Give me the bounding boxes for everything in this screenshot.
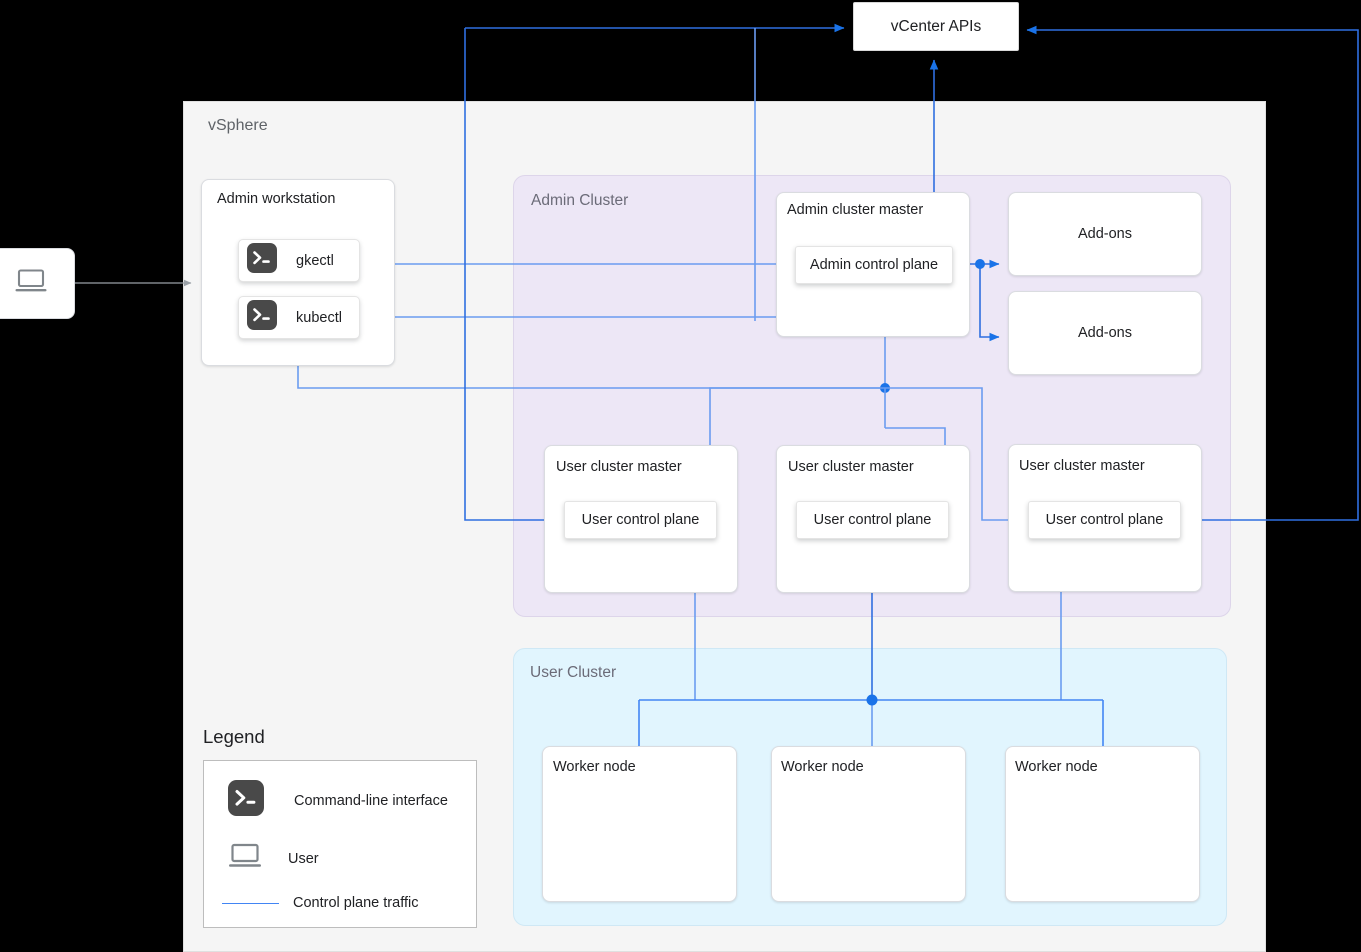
legend-item-user: User xyxy=(228,843,319,875)
laptop-icon xyxy=(228,843,262,875)
legend-item-user-label: User xyxy=(288,851,319,867)
terminal-icon xyxy=(247,300,277,335)
user-control-plane-label-3: User control plane xyxy=(1045,512,1164,528)
user-node-box xyxy=(0,248,75,319)
user-cluster-master-label-2: User cluster master xyxy=(788,459,914,475)
addons-box-1: Add-ons xyxy=(1008,192,1202,276)
user-control-plane-box-3[interactable]: User control plane xyxy=(1028,501,1181,539)
worker-node-label-1: Worker node xyxy=(553,759,636,775)
cli-chip-kubectl[interactable]: kubectl xyxy=(238,296,360,339)
cli-chip-gkectl[interactable]: gkectl xyxy=(238,239,360,282)
worker-node-label-3: Worker node xyxy=(1015,759,1098,775)
user-control-plane-box-1[interactable]: User control plane xyxy=(564,501,717,539)
user-control-plane-box-2[interactable]: User control plane xyxy=(796,501,949,539)
line-swatch-icon xyxy=(222,902,279,904)
admin-control-plane-label: Admin control plane xyxy=(809,257,939,273)
region-user-cluster-label: User Cluster xyxy=(530,664,617,681)
legend-item-cli-label: Command-line interface xyxy=(294,792,448,809)
vcenter-apis-label: vCenter APIs xyxy=(890,17,982,35)
admin-workstation-label: Admin workstation xyxy=(217,191,336,207)
legend-title: Legend xyxy=(203,726,265,747)
cli-chip-gkectl-label: gkectl xyxy=(296,252,334,269)
user-cluster-master-label-3: User cluster master xyxy=(1019,458,1145,474)
worker-node-box-2 xyxy=(771,746,966,902)
legend-item-traffic-label: Control plane traffic xyxy=(293,895,419,911)
addons-label-1: Add-ons xyxy=(1077,226,1132,242)
terminal-icon xyxy=(228,780,264,821)
cli-chip-kubectl-label: kubectl xyxy=(296,309,342,326)
region-admin-cluster-label: Admin Cluster xyxy=(531,192,629,209)
addons-label-2: Add-ons xyxy=(1077,325,1132,341)
region-vsphere-label: vSphere xyxy=(208,117,268,134)
terminal-icon xyxy=(247,243,277,278)
worker-node-box-3 xyxy=(1005,746,1200,902)
admin-cluster-master-label: Admin cluster master xyxy=(787,202,924,218)
user-cluster-master-label-1: User cluster master xyxy=(556,459,682,475)
worker-node-box-1 xyxy=(542,746,737,902)
laptop-icon xyxy=(14,268,48,299)
user-control-plane-label-1: User control plane xyxy=(581,512,700,528)
legend-item-traffic: Control plane traffic xyxy=(222,895,418,911)
worker-node-label-2: Worker node xyxy=(781,759,864,775)
user-control-plane-label-2: User control plane xyxy=(813,512,932,528)
legend-item-cli: Command-line interface xyxy=(228,780,448,821)
vcenter-apis-box[interactable]: vCenter APIs xyxy=(853,2,1019,51)
addons-box-2: Add-ons xyxy=(1008,291,1202,375)
admin-control-plane-box[interactable]: Admin control plane xyxy=(795,246,953,284)
